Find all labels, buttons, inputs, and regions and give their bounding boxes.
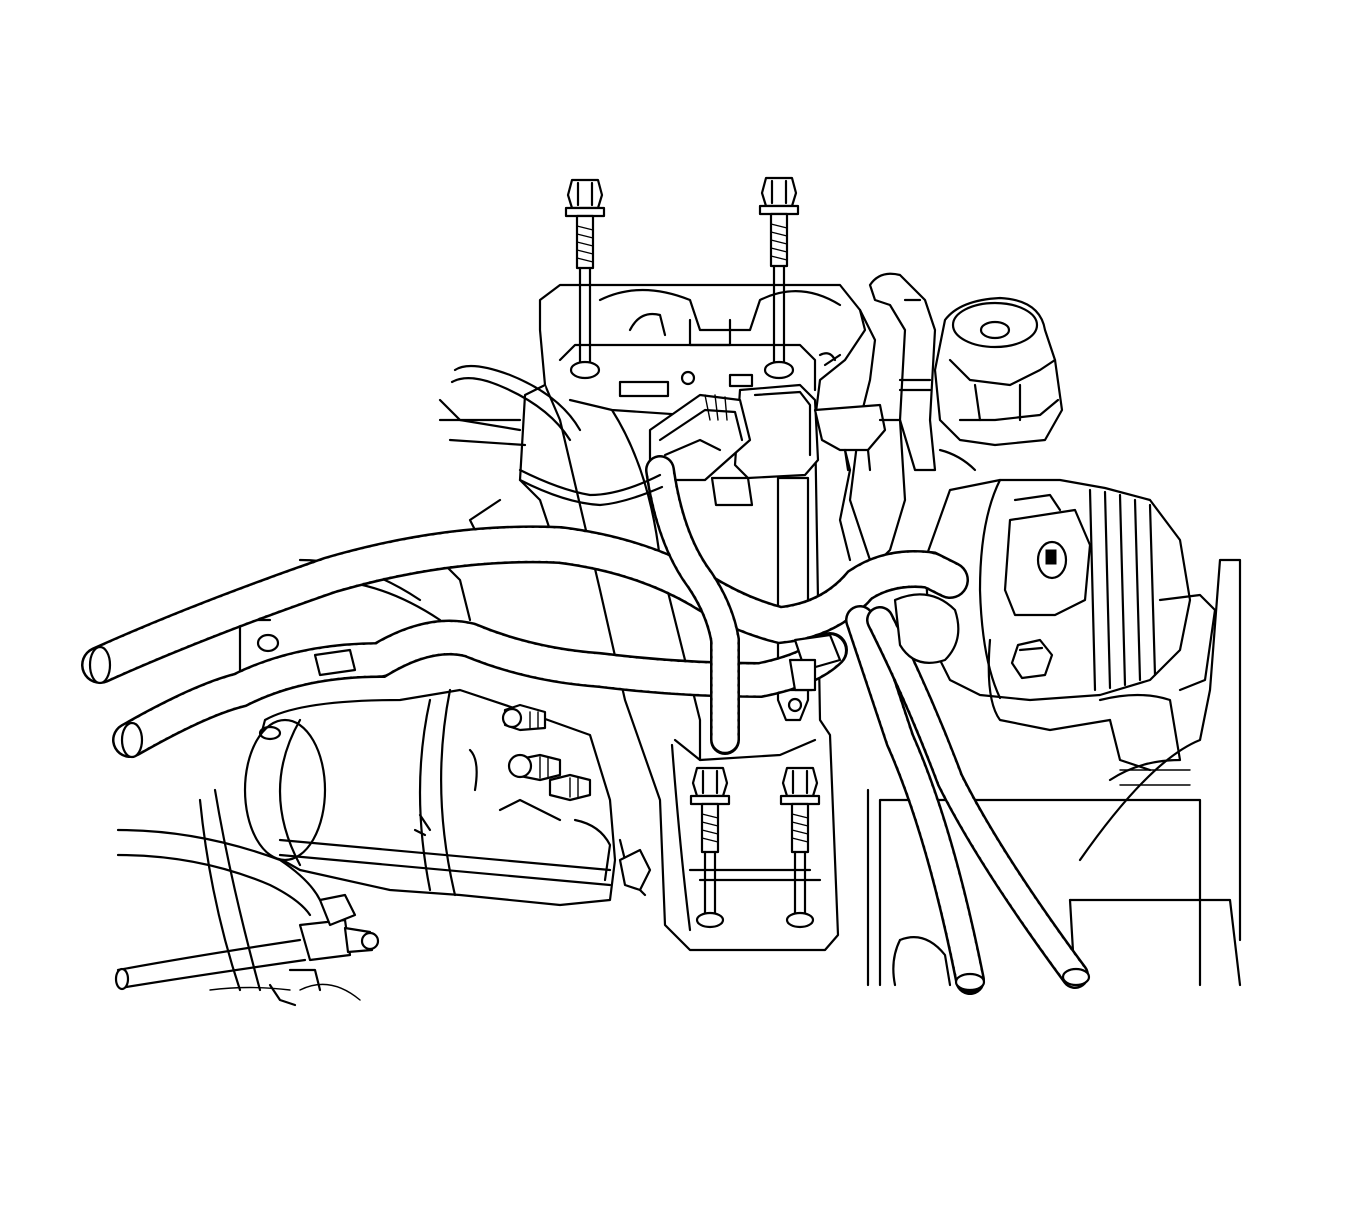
lower-bolt-left [689, 766, 731, 929]
starter-motor [243, 633, 652, 907]
vacuum-hose [450, 364, 664, 507]
engine-block [866, 558, 1242, 987]
reservoir-cap [868, 272, 1064, 562]
wiring-harness [81, 455, 1091, 995]
ground-cable [114, 828, 380, 992]
generator [923, 478, 1217, 772]
lower-bolt-right [779, 766, 821, 929]
upper-bolt-left [564, 178, 606, 380]
upper-bolt-right [758, 176, 800, 380]
